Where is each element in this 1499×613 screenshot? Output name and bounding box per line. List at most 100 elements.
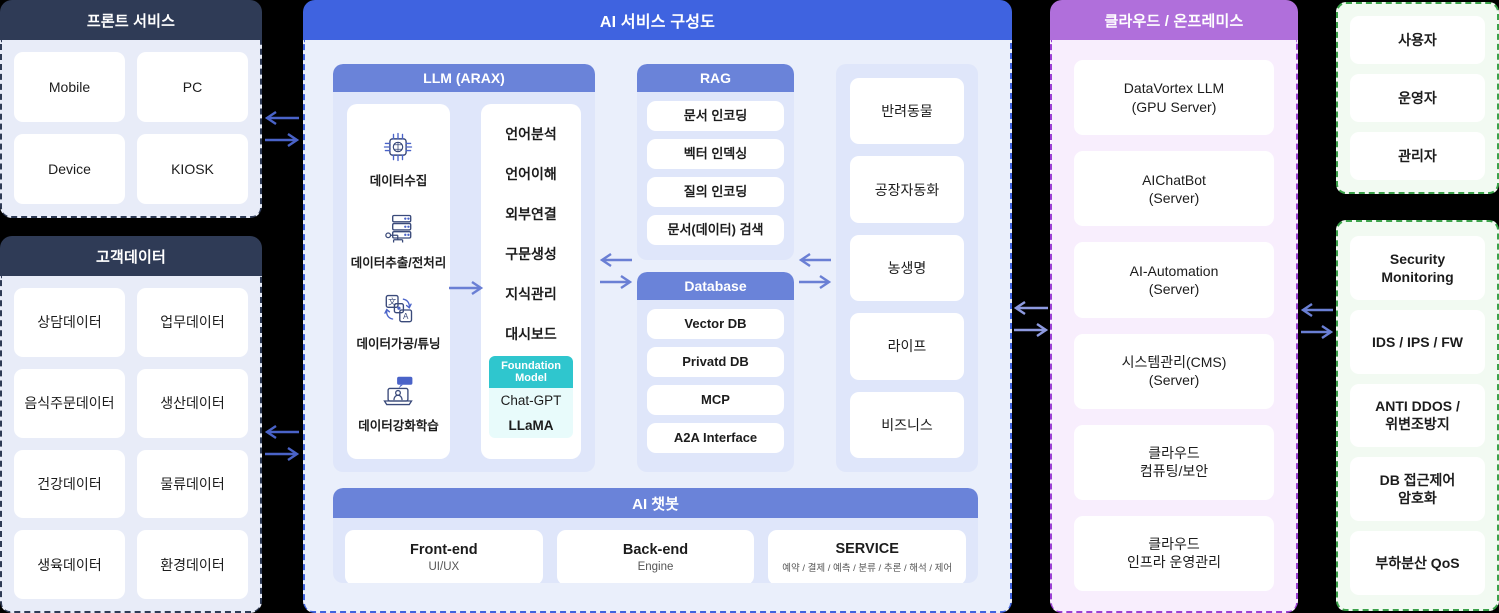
customer-data-item[interactable]: 업무데이터 bbox=[137, 288, 248, 357]
arrow-left-icon bbox=[264, 111, 299, 125]
customer-data-item[interactable]: 물류데이터 bbox=[137, 449, 248, 519]
customer-data-item[interactable]: 음식주문데이터 bbox=[14, 368, 125, 438]
customer-data-item[interactable]: 건강데이터 bbox=[14, 449, 125, 519]
arrow-left-icon bbox=[1300, 303, 1333, 317]
customer-data-item[interactable]: 생산데이터 bbox=[137, 368, 248, 438]
rag-panel: RAG 문서 인코딩 벡터 인덱싱 질의 인코딩 문서(데이터) 검색 bbox=[637, 64, 794, 260]
database-item[interactable]: MCP bbox=[647, 385, 784, 415]
arrow-right-icon bbox=[600, 275, 633, 289]
connector-cloud-to-security bbox=[1300, 302, 1334, 340]
arrow-right-icon bbox=[1301, 325, 1334, 339]
arrow-left-icon bbox=[599, 253, 632, 267]
front-service-item[interactable]: KIOSK bbox=[137, 134, 248, 204]
ai-service-title: AI 서비스 구성도 bbox=[303, 0, 1012, 40]
chatbot-item-title: Back-end bbox=[622, 542, 689, 558]
user-role-item[interactable]: 사용자 bbox=[1350, 16, 1485, 64]
rag-items: 문서 인코딩 벡터 인덱싱 질의 인코딩 문서(데이터) 검색 bbox=[637, 92, 794, 254]
llm-pipeline-step[interactable]: 데이터추출/전처리 bbox=[351, 211, 446, 271]
cloud-title: 클라우드 / 온프레미스 bbox=[1050, 0, 1298, 40]
database-items: Vector DB Privatd DB MCP A2A Interface bbox=[637, 300, 794, 462]
llm-pipeline-step[interactable]: 데이터강화학습 bbox=[358, 374, 439, 434]
cloud-item[interactable]: 클라우드 인프라 운영관리 bbox=[1074, 515, 1274, 592]
llm-pipeline-card: 데이터수집 데이터추출/전처리 bbox=[347, 104, 450, 459]
customer-data-item[interactable]: 상담데이터 bbox=[14, 288, 125, 357]
chatbot-items: Front-end UI/UX Back-end Engine SERVICE … bbox=[333, 518, 978, 583]
llm-feature[interactable]: 지식관리 bbox=[505, 286, 557, 302]
chatbot-item-subtitle: UI/UX bbox=[428, 561, 460, 573]
svg-text:文: 文 bbox=[389, 297, 397, 307]
cloud-items: DataVortex LLM (GPU Server) AIChatBot (S… bbox=[1052, 40, 1296, 611]
database-item[interactable]: A2A Interface bbox=[647, 423, 784, 453]
foundation-model-item[interactable]: LLaMA bbox=[508, 418, 554, 433]
customer-data-title: 고객데이터 bbox=[0, 236, 262, 276]
customer-data-body: 상담데이터 업무데이터 음식주문데이터 생산데이터 건강데이터 물류데이터 생육… bbox=[0, 276, 262, 613]
chatbot-item[interactable]: SERVICE 예약 / 결제 / 예측 / 분류 / 추론 / 해석 / 제어 bbox=[768, 530, 967, 583]
cloud-item[interactable]: DataVortex LLM (GPU Server) bbox=[1074, 60, 1274, 136]
rag-item[interactable]: 벡터 인덱싱 bbox=[647, 139, 784, 169]
users-panel: 사용자 운영자 관리자 bbox=[1336, 2, 1499, 194]
security-item[interactable]: DB 접근제어 암호화 bbox=[1350, 457, 1485, 522]
chatbot-item[interactable]: Front-end UI/UX bbox=[345, 530, 543, 583]
arrow-left-icon bbox=[264, 425, 299, 439]
connector-llm-to-rag bbox=[448, 280, 484, 296]
front-service-item[interactable]: PC bbox=[137, 52, 248, 122]
customer-data-item[interactable]: 환경데이터 bbox=[137, 530, 248, 599]
chatbot-item[interactable]: Back-end Engine bbox=[556, 530, 755, 583]
foundation-model-title: Foundation Model bbox=[489, 356, 573, 388]
database-item[interactable]: Privatd DB bbox=[647, 347, 784, 377]
server-stack-icon bbox=[384, 214, 411, 243]
llm-features-card: 언어분석 언어이해 외부연결 구문생성 지식관리 대시보드 Foundation… bbox=[481, 104, 581, 459]
security-item[interactable]: Security Monitoring bbox=[1350, 236, 1485, 300]
user-role-item[interactable]: 관리자 bbox=[1350, 132, 1485, 180]
llm-pipeline-label: 데이터수집 bbox=[369, 173, 428, 188]
chatbot-item-title: Front-end bbox=[410, 542, 478, 558]
svg-text:A: A bbox=[403, 312, 409, 321]
llm-feature[interactable]: 언어분석 bbox=[505, 126, 557, 142]
llm-feature[interactable]: 외부연결 bbox=[505, 206, 557, 222]
security-panel: Security Monitoring IDS / IPS / FW ANTI … bbox=[1336, 220, 1499, 611]
cloud-body: DataVortex LLM (GPU Server) AIChatBot (S… bbox=[1050, 40, 1298, 613]
arrow-right-icon bbox=[265, 133, 300, 147]
customer-data-grid: 상담데이터 업무데이터 음식주문데이터 생산데이터 건강데이터 물류데이터 생육… bbox=[2, 276, 260, 611]
llm-pipeline-step[interactable]: 데이터수집 bbox=[369, 129, 428, 189]
front-service-item[interactable]: Device bbox=[14, 134, 125, 204]
user-role-item[interactable]: 운영자 bbox=[1350, 74, 1485, 122]
front-service-body: Mobile PC Device KIOSK bbox=[0, 40, 262, 218]
rag-item[interactable]: 질의 인코딩 bbox=[647, 177, 784, 207]
llm-pipeline-step[interactable]: 文 A 데이터가공/튜닝 bbox=[357, 292, 440, 352]
cloud-item[interactable]: AIChatBot (Server) bbox=[1074, 151, 1274, 227]
cloud-item[interactable]: 클라우드 컴퓨팅/보안 bbox=[1074, 424, 1274, 500]
domain-item[interactable]: 농생명 bbox=[850, 234, 964, 302]
security-item[interactable]: IDS / IPS / FW bbox=[1350, 309, 1485, 374]
domain-item[interactable]: 반려동물 bbox=[850, 78, 964, 145]
database-title: Database bbox=[637, 272, 794, 300]
security-item[interactable]: ANTI DDOS / 위변조방지 bbox=[1350, 383, 1485, 448]
rag-item[interactable]: 문서(데이터) 검색 bbox=[647, 215, 784, 245]
cloud-item[interactable]: AI-Automation (Server) bbox=[1074, 242, 1274, 318]
connector-front-to-main bbox=[264, 110, 300, 148]
domain-item[interactable]: 비즈니스 bbox=[850, 391, 964, 459]
security-item[interactable]: 부하분산 QoS bbox=[1350, 531, 1485, 595]
customer-data-item[interactable]: 생육데이터 bbox=[14, 530, 125, 599]
arrow-right-icon bbox=[449, 281, 484, 295]
rag-item[interactable]: 문서 인코딩 bbox=[647, 101, 784, 131]
foundation-model-item[interactable]: Chat-GPT bbox=[500, 393, 562, 408]
llm-feature[interactable]: 구문생성 bbox=[505, 246, 557, 262]
cloud-item[interactable]: 시스템관리(CMS) (Server) bbox=[1074, 333, 1274, 409]
arrow-right-icon bbox=[1014, 323, 1049, 337]
llm-feature[interactable]: 언어이해 bbox=[505, 166, 557, 182]
llm-title: LLM (ARAX) bbox=[333, 64, 595, 92]
database-item[interactable]: Vector DB bbox=[647, 309, 784, 339]
customer-data-panel: 고객데이터 상담데이터 업무데이터 음식주문데이터 생산데이터 건강데이터 물류… bbox=[0, 236, 262, 613]
connector-customerdata-to-main bbox=[264, 424, 300, 462]
chatbot-item-subtitle: 예약 / 결제 / 예측 / 분류 / 추론 / 해석 / 제어 bbox=[782, 563, 953, 574]
front-service-item[interactable]: Mobile bbox=[14, 52, 125, 122]
domain-item[interactable]: 라이프 bbox=[850, 313, 964, 380]
llm-feature[interactable]: 대시보드 bbox=[505, 326, 557, 342]
connector-main-to-cloud bbox=[1013, 300, 1049, 338]
arrow-right-icon bbox=[265, 447, 300, 461]
ai-chip-icon bbox=[384, 132, 413, 162]
domains-panel: 반려동물 공장자동화 농생명 라이프 비즈니스 bbox=[836, 64, 978, 472]
chatbot-item-title: SERVICE bbox=[835, 541, 899, 557]
domain-item[interactable]: 공장자동화 bbox=[850, 156, 964, 223]
